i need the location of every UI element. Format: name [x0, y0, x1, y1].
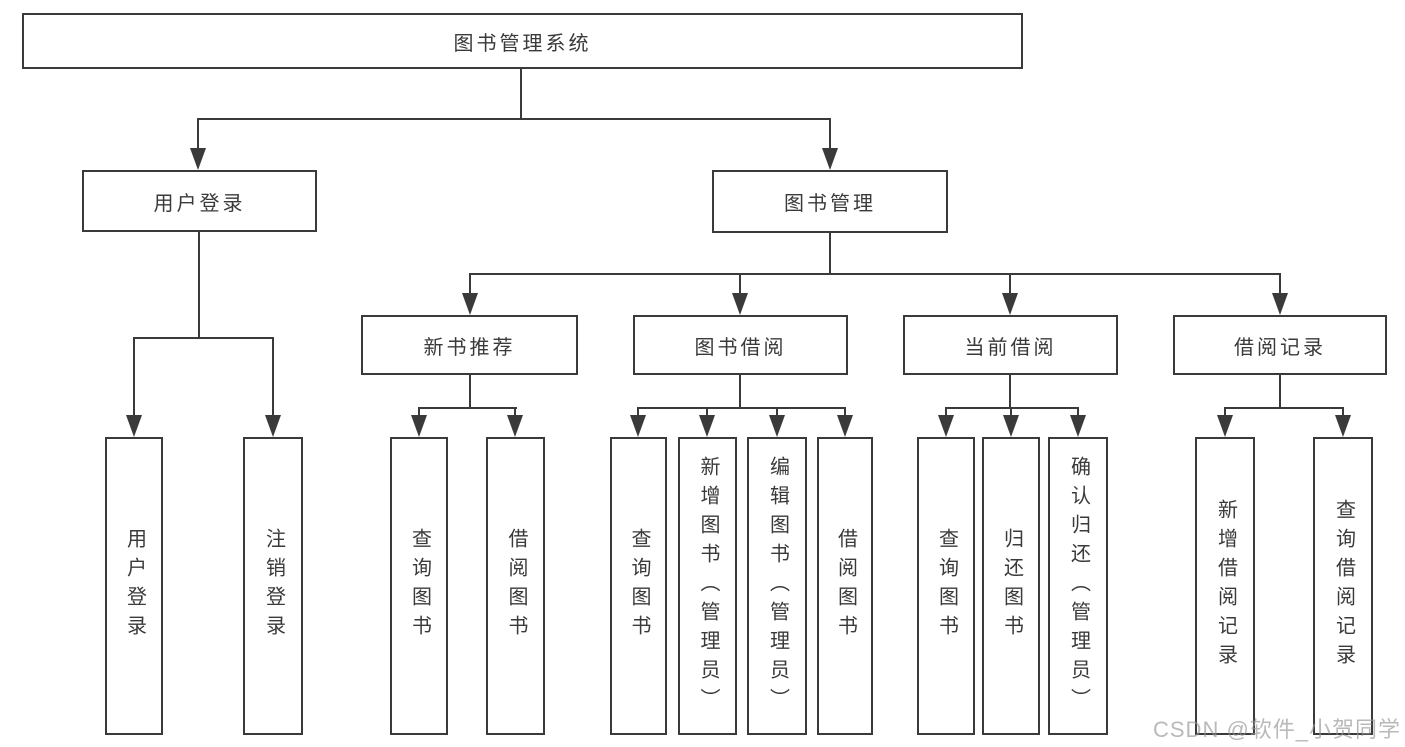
- node-root: 图书管理系统: [22, 13, 1023, 69]
- arrow-down-icon: [769, 415, 785, 437]
- arrow-down-icon: [126, 415, 142, 437]
- leaf-borrow-books: 借阅图书: [817, 437, 873, 735]
- arrow-down-icon: [699, 415, 715, 437]
- leaf-edit-books-admin: 编辑图书（管理员）: [747, 437, 807, 735]
- node-book-borrow: 图书借阅: [633, 315, 848, 375]
- connector-book-mgmt-bar: [469, 273, 1281, 275]
- connector-drop-book-mgmt: [829, 118, 831, 152]
- connector-drop-leaf: [133, 337, 135, 419]
- node-user-login-label: 用户登录: [153, 192, 246, 215]
- connector-records-bar: [1224, 407, 1344, 409]
- connector-drop-leaf: [1342, 407, 1344, 417]
- connector-root-stem: [520, 69, 522, 118]
- connector-drop-leaf: [514, 407, 516, 417]
- connector-drop-leaf: [418, 407, 420, 417]
- node-current-borrow: 当前借阅: [903, 315, 1118, 375]
- leaf-query-books-borrow: 查询图书: [610, 437, 667, 735]
- leaf-label: 查询图书: [935, 528, 958, 644]
- node-new-book-label: 新书推荐: [423, 336, 516, 359]
- connector-drop-leaf: [945, 407, 947, 417]
- leaf-add-books-admin: 新增图书（管理员）: [678, 437, 737, 735]
- node-borrow-records: 借阅记录: [1173, 315, 1387, 375]
- arrow-down-icon: [1335, 415, 1351, 437]
- connector-drop-leaf: [844, 407, 846, 417]
- leaf-query-books-current: 查询图书: [917, 437, 975, 735]
- arrow-down-icon: [265, 415, 281, 437]
- node-current-label: 当前借阅: [964, 336, 1057, 359]
- connector-current-stem: [1009, 375, 1011, 407]
- leaf-label: 借阅图书: [834, 528, 857, 644]
- leaf-label: 查询图书: [408, 528, 431, 644]
- leaf-return-books: 归还图书: [982, 437, 1040, 735]
- connector-root-bar: [197, 118, 831, 120]
- leaf-confirm-return-admin: 确认归还（管理员）: [1048, 437, 1108, 735]
- connector-drop-user-login: [197, 118, 199, 152]
- leaf-label: 注销登录: [262, 528, 285, 644]
- arrow-down-icon: [411, 415, 427, 437]
- leaf-label: 查询图书: [628, 528, 650, 644]
- leaf-query-borrow-record: 查询借阅记录: [1313, 437, 1373, 735]
- connector-drop-current: [1009, 273, 1011, 295]
- arrow-down-icon: [938, 415, 954, 437]
- connector-drop-leaf: [1077, 407, 1079, 417]
- leaf-user-login: 用户登录: [105, 437, 163, 735]
- leaf-label: 借阅图书: [505, 528, 527, 644]
- connector-drop-leaf: [637, 407, 639, 417]
- connector-current-bar: [945, 407, 1079, 409]
- connector-user-login-stem: [198, 232, 200, 337]
- connector-drop-leaf: [1010, 407, 1012, 417]
- arrow-down-icon: [507, 415, 523, 437]
- connector-drop-leaf: [272, 337, 274, 419]
- connector-new-book-bar: [418, 407, 517, 409]
- leaf-label: 新增借阅记录: [1214, 499, 1237, 673]
- connector-user-login-bar: [133, 337, 274, 339]
- leaf-label: 确认归还（管理员）: [1067, 455, 1090, 717]
- leaf-query-books-newbook: 查询图书: [390, 437, 448, 735]
- connector-drop-new-book: [469, 273, 471, 295]
- leaf-borrow-books-newbook: 借阅图书: [486, 437, 545, 735]
- arrow-down-icon: [1070, 415, 1086, 437]
- leaf-logout: 注销登录: [243, 437, 303, 735]
- leaf-label: 归还图书: [1000, 528, 1023, 644]
- arrow-down-icon: [732, 293, 748, 315]
- leaf-label: 编辑图书（管理员）: [766, 455, 789, 717]
- node-book-mgmt: 图书管理: [712, 170, 948, 233]
- connector-drop-leaf: [1224, 407, 1226, 417]
- connector-records-stem: [1279, 375, 1281, 407]
- connector-book-mgmt-stem: [829, 233, 831, 273]
- node-root-label: 图书管理系统: [453, 32, 592, 55]
- connector-drop-borrow: [739, 273, 741, 295]
- arrow-down-icon: [630, 415, 646, 437]
- arrow-down-icon: [462, 293, 478, 315]
- arrow-down-icon: [1002, 293, 1018, 315]
- arrow-down-icon: [190, 148, 206, 170]
- node-user-login: 用户登录: [82, 170, 317, 232]
- connector-borrow-bar: [637, 407, 846, 409]
- arrow-down-icon: [1272, 293, 1288, 315]
- csdn-watermark: CSDN @软件_小贺同学: [1153, 717, 1402, 742]
- leaf-label: 新增图书（管理员）: [697, 455, 719, 717]
- arrow-down-icon: [822, 148, 838, 170]
- leaf-label: 查询借阅记录: [1332, 499, 1355, 673]
- connector-borrow-stem: [739, 375, 741, 407]
- node-book-mgmt-label: 图书管理: [784, 193, 876, 215]
- node-new-book-recommend: 新书推荐: [361, 315, 578, 375]
- node-records-label: 借阅记录: [1234, 336, 1326, 359]
- arrow-down-icon: [1217, 415, 1233, 437]
- leaf-label: 用户登录: [123, 528, 146, 644]
- connector-new-book-stem: [469, 375, 471, 407]
- connector-drop-leaf: [706, 407, 708, 417]
- node-borrow-label: 图书借阅: [694, 336, 787, 359]
- leaf-add-borrow-record: 新增借阅记录: [1195, 437, 1255, 735]
- connector-drop-records: [1279, 273, 1281, 295]
- arrow-down-icon: [1003, 415, 1019, 437]
- arrow-down-icon: [837, 415, 853, 437]
- connector-drop-leaf: [776, 407, 778, 417]
